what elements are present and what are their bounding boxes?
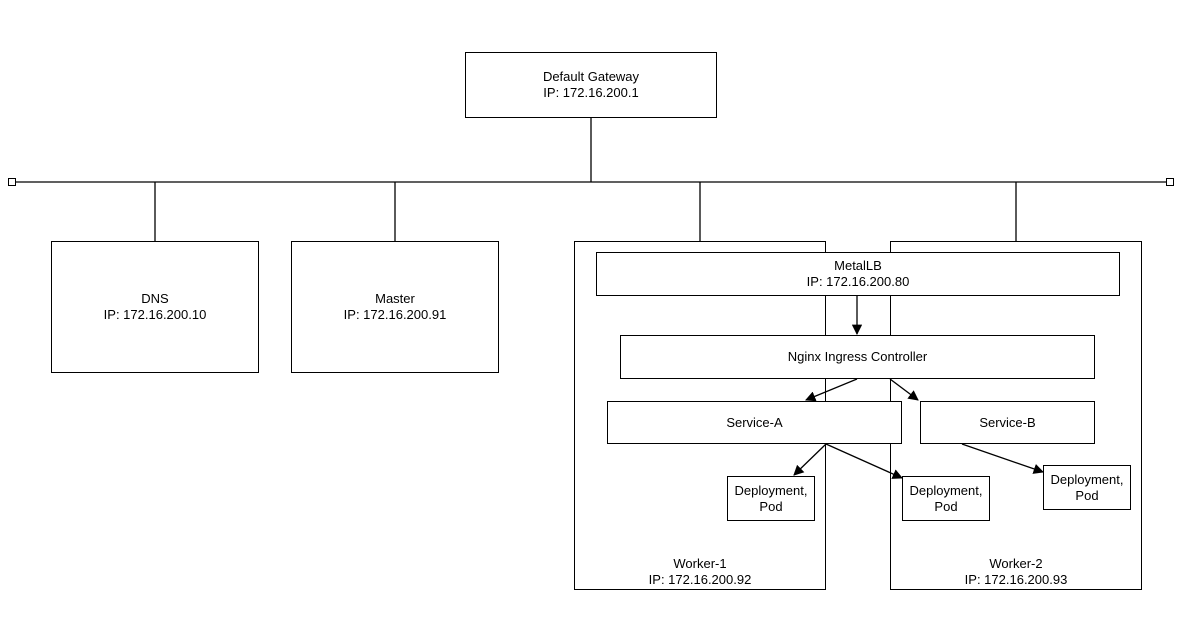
dns-name: DNS [141,291,169,306]
bus-left-endpoint [8,178,16,186]
master-label: Master IP: 172.16.200.91 [291,241,499,373]
ingress-name: Nginx Ingress Controller [787,349,928,364]
worker1-name: Worker-1 [673,556,727,571]
worker2-ip: IP: 172.16.200.93 [964,572,1068,587]
service-a-to-deploy2-arrow [825,443,903,479]
deploy3-label: Deployment, Pod [1043,465,1131,510]
gateway-box [465,52,717,118]
deploy2-label: Deployment, Pod [902,476,990,521]
service-b-to-deploy3-arrow [961,443,1044,474]
deploy3-line2: Pod [1075,487,1099,503]
bus-right-endpoint [1166,178,1174,186]
gateway-ip: IP: 172.16.200.1 [543,85,639,100]
deploy2-box [902,476,990,521]
gateway-name: Default Gateway [542,69,640,84]
metallb-ip: IP: 172.16.200.80 [806,274,910,289]
gateway-label: Default Gateway IP: 172.16.200.1 [465,52,717,118]
worker2-name: Worker-2 [989,556,1043,571]
master-name: Master [375,291,415,306]
service-a-to-deploy1-arrow [793,443,827,476]
deploy1-box [727,476,815,521]
dns-ip: IP: 172.16.200.10 [103,307,207,322]
ingress-to-service-b-arrow [889,378,919,401]
dns-box [51,241,259,373]
service-a-label: Service-A [607,401,902,444]
deploy3-box [1043,465,1131,510]
deploy3-line1: Deployment, [1050,471,1124,487]
deploy2-line2: Pod [934,498,958,514]
deploy1-line1: Deployment, [734,482,808,498]
service-a-name: Service-A [726,414,783,430]
worker2-label: Worker-2 IP: 172.16.200.93 [890,556,1142,588]
service-b-label: Service-B [920,401,1095,444]
metallb-box [596,252,1120,296]
worker1-label: Worker-1 IP: 172.16.200.92 [574,556,826,588]
deploy1-line2: Pod [759,498,783,514]
service-b-name: Service-B [979,414,1036,430]
metallb-name: MetalLB [834,258,882,273]
worker1-ip: IP: 172.16.200.92 [648,572,752,587]
service-b-box [920,401,1095,444]
ingress-to-service-a-arrow [805,378,858,402]
master-box [291,241,499,373]
ingress-label: Nginx Ingress Controller [620,335,1095,379]
deploy1-label: Deployment, Pod [727,476,815,521]
ingress-box [620,335,1095,379]
master-ip: IP: 172.16.200.91 [343,307,447,322]
service-a-box [607,401,902,444]
dns-label: DNS IP: 172.16.200.10 [51,241,259,373]
metallb-label: MetalLB IP: 172.16.200.80 [596,252,1120,296]
deploy2-line1: Deployment, [909,482,983,498]
